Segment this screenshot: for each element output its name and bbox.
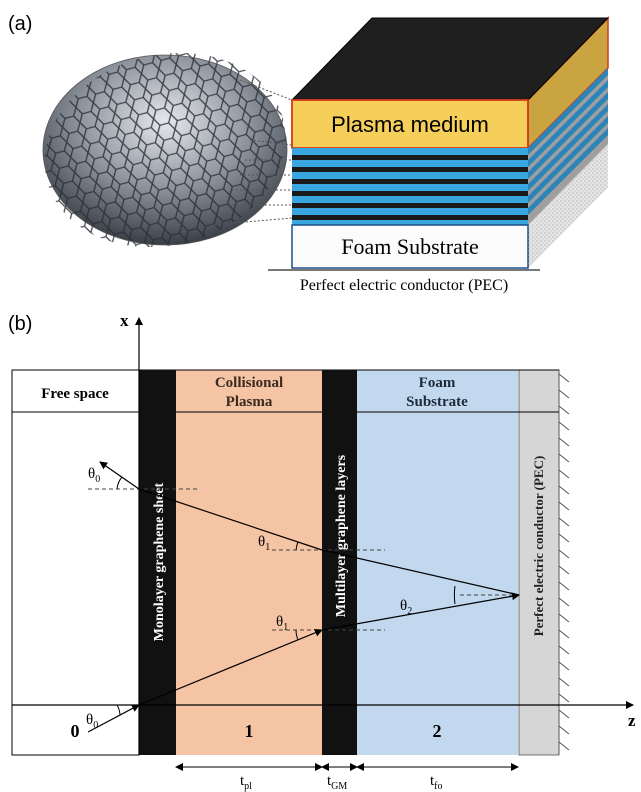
monolayer-graphene-band xyxy=(139,370,176,755)
pec-hatch-mark xyxy=(558,549,570,559)
foam-substrate-label: Foam Substrate xyxy=(341,234,479,259)
header-plasma-line1: Collisional xyxy=(215,375,283,391)
angle-arcs xyxy=(116,476,456,716)
pec-hatch-mark xyxy=(558,661,570,671)
panel-b: (b) Free space Collisional Plasma Foam S… xyxy=(8,311,636,792)
multilayer-graphene-band xyxy=(322,370,357,755)
foam-ray-down xyxy=(321,549,520,596)
multilayer-label: Multilayer graphene layers xyxy=(334,454,349,617)
pec-hatch-mark xyxy=(558,501,570,511)
pec-hatch-mark xyxy=(558,373,570,383)
dim-tpl: tpl xyxy=(240,773,252,792)
foam-ray-up xyxy=(321,592,520,631)
layer-stack: Plasma medium xyxy=(268,16,610,294)
header-free-space: Free space xyxy=(41,386,109,402)
pec-hatch-mark xyxy=(558,709,570,719)
theta0-lower: θ0 xyxy=(86,712,98,731)
angle-labels: θ0 θ0 θ1 θ1 θ2 xyxy=(86,466,412,731)
pec-hatch-mark xyxy=(558,581,570,591)
panel-a-label: (a) xyxy=(8,13,32,35)
theta1-lower: θ1 xyxy=(276,614,288,633)
graphene-layers xyxy=(292,68,608,225)
pec-hatch-mark xyxy=(558,677,570,687)
pec-caption: Perfect electric conductor (PEC) xyxy=(300,277,508,294)
x-axis-label: x xyxy=(120,311,129,330)
pec-hatch-mark xyxy=(558,437,570,447)
plasma-ray-down xyxy=(138,488,323,551)
pec-hatch-mark xyxy=(558,725,570,735)
pec-label: Perfect electric conductor (PEC) xyxy=(531,456,546,637)
theta1-upper: θ1 xyxy=(258,534,270,553)
theta0-upper: θ0 xyxy=(88,466,100,485)
dim-tgm: tGM xyxy=(327,773,347,792)
plasma-medium-label: Plasma medium xyxy=(331,112,489,137)
monolayer-label: Monolayer graphene sheet xyxy=(152,482,167,641)
pec-hatch-mark xyxy=(558,533,570,543)
plasma-ray-up xyxy=(138,628,323,706)
region-0-label: 0 xyxy=(71,721,80,741)
panel-a: (a) Plasm xyxy=(8,13,610,294)
pec-hatch-mark xyxy=(558,629,570,639)
foam-region xyxy=(357,370,518,755)
ray-paths xyxy=(87,461,520,733)
pec-hatch-mark xyxy=(558,597,570,607)
pec-hatch xyxy=(558,370,570,755)
plasma-medium-layer xyxy=(291,99,529,149)
panel-b-label: (b) xyxy=(8,313,32,335)
connector-lines xyxy=(209,79,293,226)
header-plasma-line2: Plasma xyxy=(226,394,273,410)
pec-hatch-mark xyxy=(558,565,570,575)
reflected-ray xyxy=(99,461,140,490)
pec-hatch-mark xyxy=(558,405,570,415)
pec-hatch-mark xyxy=(558,485,570,495)
normal-lines xyxy=(88,488,519,631)
region-2-label: 2 xyxy=(433,721,442,741)
dimension-labels: tpl tGM tfo xyxy=(240,773,443,792)
free-space-region xyxy=(11,369,140,756)
pec-hatch-mark xyxy=(558,613,570,623)
substrate-side xyxy=(528,144,608,268)
region-1-label: 1 xyxy=(245,721,254,741)
header-foam-line1: Foam xyxy=(419,375,456,391)
foam-substrate-layer xyxy=(291,224,529,269)
theta2: θ2 xyxy=(400,598,412,617)
incident-ray xyxy=(87,704,140,733)
pec-hatch-mark xyxy=(558,453,570,463)
pec-hatch-mark xyxy=(558,469,570,479)
plasma-region xyxy=(176,370,322,755)
pec-hatch-mark xyxy=(558,693,570,703)
pec-hatch-mark xyxy=(558,517,570,527)
pec-hatch-mark xyxy=(558,389,570,399)
pec-hatch-mark xyxy=(558,421,570,431)
header-foam-line2: Substrate xyxy=(406,394,468,410)
pec-region xyxy=(518,369,560,756)
pec-hatch-mark xyxy=(558,741,570,751)
dim-tfo: tfo xyxy=(430,773,443,792)
pec-hatch-mark xyxy=(558,645,570,655)
z-axis-label: z xyxy=(628,711,636,730)
